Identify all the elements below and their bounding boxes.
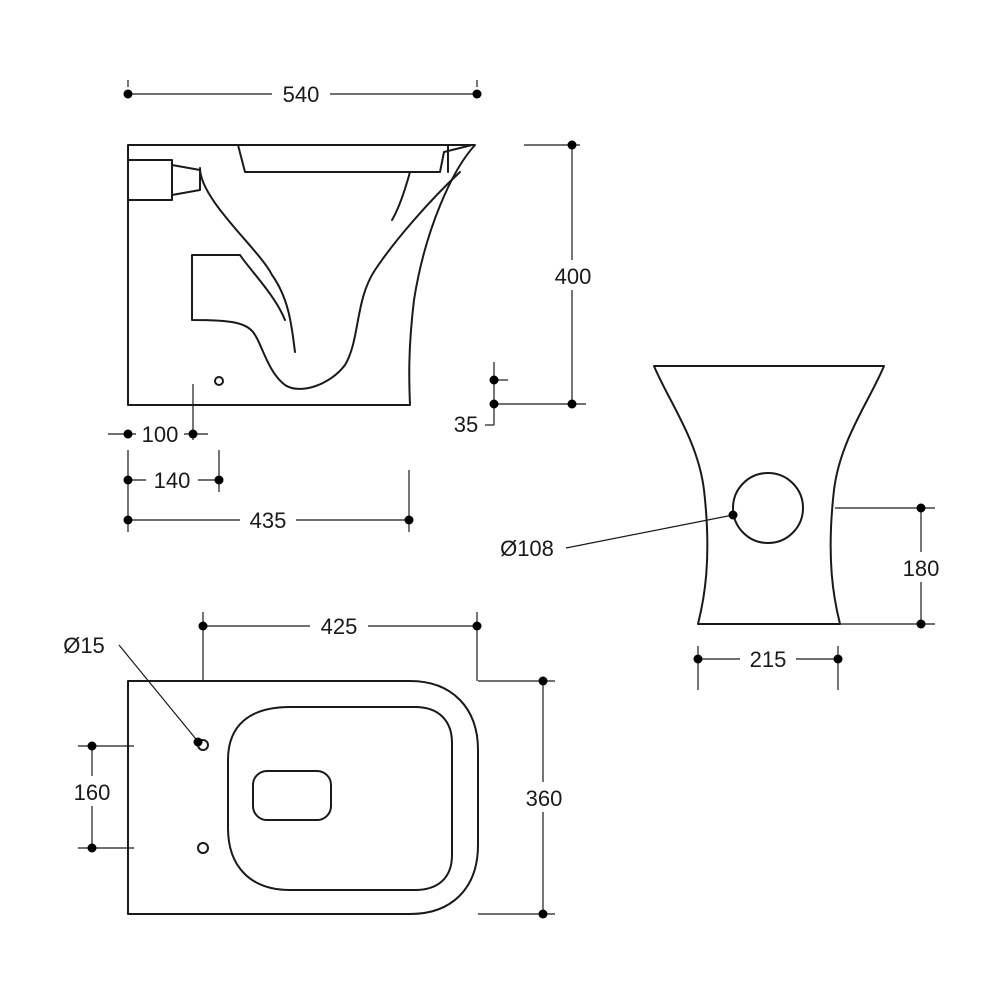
- dim-top-width: 360: [478, 676, 570, 919]
- dim-dot: [693, 654, 703, 664]
- dim-side-height: 400: [490, 140, 598, 409]
- side-outlet-offset-label: 140: [154, 468, 191, 493]
- top-fixing-spacing-label: 160: [74, 780, 111, 805]
- dim-dot: [472, 621, 482, 631]
- side-view-outline: [127, 144, 476, 406]
- dim-dot: [87, 741, 97, 751]
- side-width-label: 540: [283, 82, 320, 107]
- side-depth-label: 435: [250, 508, 287, 533]
- side-view-bowl: [191, 167, 461, 390]
- top-fixing-depth-label: 425: [321, 614, 358, 639]
- dim-dot: [833, 654, 843, 664]
- dim-side-inlet-offset: 100: [108, 384, 208, 448]
- dim-dot: [489, 399, 499, 409]
- dim-top-fixing-depth: 425: [198, 612, 482, 681]
- rear-outlet-diameter-label: Ø108: [500, 536, 554, 561]
- side-height-label: 400: [555, 264, 592, 289]
- dim-dot: [123, 515, 133, 525]
- top-view-bowl: [227, 706, 453, 891]
- dim-dot: [198, 621, 208, 631]
- dim-dot: [123, 475, 133, 485]
- side-inlet-offset-label: 100: [142, 422, 179, 447]
- dim-rear-outlet-width: 215: [693, 645, 843, 690]
- dim-side-outlet-offset: 140: [123, 450, 224, 532]
- top-view: Ø15 425 160: [63, 612, 570, 919]
- dim-dot: [188, 429, 198, 439]
- side-foot-label: 35: [454, 412, 478, 437]
- side-view-inlet: [127, 159, 201, 201]
- side-view: 540 400 35 100: [108, 80, 598, 534]
- top-view-fixing-hole-bottom: [197, 842, 209, 854]
- dim-dot: [916, 503, 926, 513]
- dim-dot: [123, 89, 133, 99]
- top-width-label: 360: [526, 786, 563, 811]
- dim-dot: [916, 619, 926, 629]
- dim-dot: [728, 510, 738, 520]
- rear-outlet-width-label: 215: [750, 647, 787, 672]
- dim-dot: [567, 140, 577, 150]
- dim-side-depth: 435: [123, 470, 414, 534]
- dim-side-foot: 35: [454, 362, 508, 437]
- side-view-fixing-hole: [214, 376, 224, 386]
- top-fixing-hole-label: Ø15: [63, 633, 105, 658]
- dim-dot: [404, 515, 414, 525]
- rear-outlet-height-label: 180: [903, 556, 940, 581]
- dim-rear-outlet-height: 180: [835, 503, 946, 629]
- dim-dot: [538, 909, 548, 919]
- side-view-rim-inner: [237, 144, 473, 173]
- rear-view-outline: [653, 365, 885, 625]
- dim-dot: [567, 399, 577, 409]
- top-view-waste: [252, 770, 332, 821]
- dim-rear-outlet-diameter: Ø108: [500, 510, 738, 561]
- dim-side-width: 540: [123, 80, 482, 108]
- dim-dot: [472, 89, 482, 99]
- dim-dot: [489, 375, 499, 385]
- dim-dot: [193, 737, 203, 747]
- dim-top-fixing-hole: Ø15: [63, 633, 203, 747]
- dim-dot: [87, 843, 97, 853]
- dim-dot: [123, 429, 133, 439]
- dim-dot: [214, 475, 224, 485]
- dim-dot: [538, 676, 548, 686]
- rear-view-outlet: [732, 472, 804, 544]
- top-view-outline: [127, 680, 479, 915]
- side-view-bowl-back: [391, 171, 411, 221]
- dim-top-fixing-spacing: 160: [66, 741, 134, 853]
- rear-view: Ø108 180 215: [500, 365, 946, 690]
